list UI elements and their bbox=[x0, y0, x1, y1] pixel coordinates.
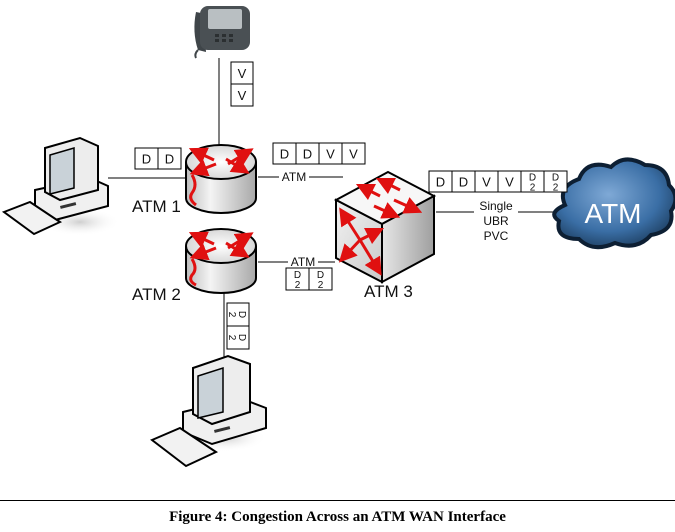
link-label-pvc-line2: UBR bbox=[483, 214, 509, 228]
atm-cell-label: D bbox=[303, 147, 312, 162]
atm-cell-label: D2 bbox=[226, 311, 247, 318]
network-diagram: ATM ATM Single UBR PVC bbox=[1, 6, 675, 468]
atm-cell bbox=[308, 267, 333, 291]
atm-cell-label: V bbox=[349, 147, 358, 162]
atm-cell-label: D bbox=[165, 152, 174, 167]
atm-cell bbox=[226, 325, 250, 350]
link-label-atm2-atm3: ATM bbox=[291, 255, 315, 269]
atm-cell bbox=[230, 83, 254, 107]
atm-switch-icon-atm3 bbox=[333, 170, 437, 284]
atm-cell-label: V bbox=[482, 175, 491, 190]
cloud-label: ATM bbox=[584, 198, 641, 229]
atm-cell-label: V bbox=[238, 88, 247, 103]
atm-cell-label: V bbox=[238, 66, 247, 81]
atm-cell bbox=[543, 170, 568, 193]
atm-cell-label: D bbox=[459, 175, 468, 190]
atm-cell-label: D bbox=[436, 175, 445, 190]
node-label-atm3: ATM 3 bbox=[364, 282, 413, 301]
router-icon-atm1 bbox=[185, 144, 257, 214]
atm-cloud-icon bbox=[552, 157, 675, 250]
node-label-atm2: ATM 2 bbox=[132, 285, 181, 304]
atm-cell-label: D2 bbox=[226, 334, 247, 341]
node-label-atm1: ATM 1 bbox=[132, 197, 181, 216]
caption-rule bbox=[0, 500, 675, 501]
atm-cell-label: D bbox=[280, 147, 289, 162]
atm-cell bbox=[341, 142, 366, 165]
link-label-pvc-line1: Single bbox=[479, 199, 513, 213]
workstation-icon-1 bbox=[1, 136, 120, 236]
link-label-pvc-line3: PVC bbox=[484, 229, 509, 243]
atm-cell-label: V bbox=[326, 147, 335, 162]
atm-cell bbox=[157, 147, 182, 170]
link-label-atm1-atm3: ATM bbox=[282, 170, 306, 184]
workstation-icon-2 bbox=[150, 354, 267, 468]
cell-queue-phone-to-atm1: VV bbox=[230, 61, 254, 107]
atm-cell-label: V bbox=[505, 175, 514, 190]
router-icon-atm2 bbox=[185, 228, 257, 294]
atm-cell-label: D bbox=[142, 152, 151, 167]
ip-phone-icon bbox=[194, 6, 250, 59]
figure-caption: Figure 4: Congestion Across an ATM WAN I… bbox=[169, 509, 506, 525]
